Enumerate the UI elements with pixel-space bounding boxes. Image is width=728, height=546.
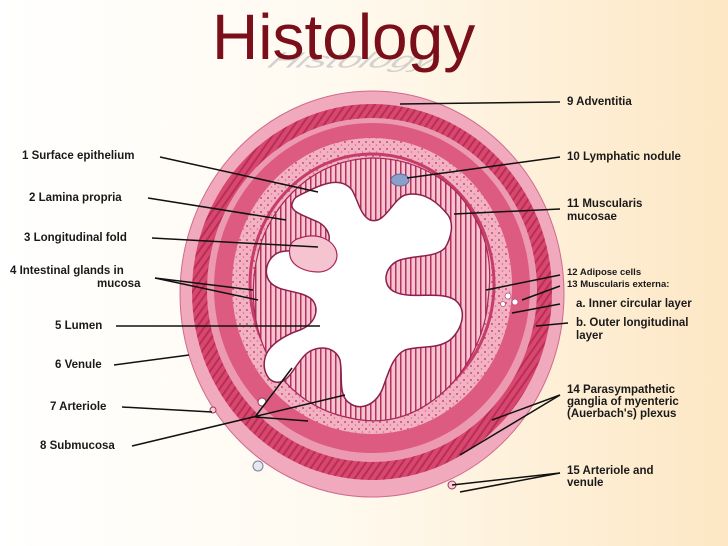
leader-line-11	[453, 208, 561, 215]
lymphatic-nodule	[390, 173, 410, 187]
leader-line-4b	[154, 277, 254, 291]
leader-line-12	[485, 274, 561, 291]
leader-line-13	[521, 285, 561, 301]
page-title: Histology	[212, 1, 476, 73]
adipose-cell	[500, 301, 506, 307]
label-muscularis-mucosae-cont: mucosae	[567, 211, 617, 223]
label-muscularis-mucosae: 11 Muscularis	[567, 198, 643, 210]
label-venule: 6 Venule	[55, 359, 102, 371]
label-parasympathetic-ganglia-3: (Auerbach's) plexus	[567, 408, 677, 420]
leader-line-9	[399, 101, 561, 105]
label-muscularis-externa: 13 Muscularis externa:	[567, 279, 670, 290]
label-lymphatic-nodule: 10 Lymphatic nodule	[567, 151, 681, 163]
adipose-cell	[504, 292, 512, 300]
leader-line-14a	[491, 394, 561, 421]
leader-line-14b	[459, 394, 561, 456]
leader-line-13b	[535, 322, 569, 327]
leader-line-10	[406, 156, 561, 179]
label-parasympathetic-ganglia-2: ganglia of myenteric	[567, 396, 679, 408]
leader-line-8a	[131, 394, 346, 447]
label-longitudinal-fold: 3 Longitudinal fold	[24, 232, 127, 244]
label-adventitia: 9 Adventitia	[567, 96, 632, 108]
leader-line-15b	[459, 472, 561, 493]
leader-line-3	[151, 237, 319, 248]
label-parasympathetic-ganglia: 14 Parasympathetic	[567, 384, 676, 396]
leader-line-13a	[511, 303, 561, 314]
label-lumen: 5 Lumen	[55, 320, 103, 332]
longitudinal-fold	[288, 235, 338, 273]
leader-line-15a	[451, 472, 561, 486]
adipose-cell	[511, 298, 519, 306]
leader-lines	[113, 101, 569, 493]
label-surface-epithelium: 1 Surface epithelium	[22, 150, 135, 162]
label-intestinal-glands: 4 Intestinal glands in	[10, 265, 124, 277]
leader-line-6	[113, 354, 190, 366]
leader-line-8b	[254, 416, 309, 422]
label-arteriole-venule-cont: venule	[567, 477, 604, 489]
label-intestinal-glands-cont: mucosa	[97, 278, 141, 290]
leader-line-7	[121, 406, 213, 413]
label-outer-longitudinal-cont: layer	[576, 330, 603, 342]
leader-line-7b	[254, 367, 293, 418]
label-inner-circular-layer: a. Inner circular layer	[576, 298, 692, 310]
title-area: Histology Histology	[0, 0, 728, 80]
label-adipose-cells: 12 Adipose cells	[567, 267, 642, 278]
label-lamina-propria: 2 Lamina propria	[29, 192, 122, 204]
leader-line-1	[159, 156, 319, 193]
label-outer-longitudinal: b. Outer longitudinal	[576, 317, 689, 329]
label-arteriole: 7 Arteriole	[50, 401, 107, 413]
vessel	[252, 460, 264, 472]
leader-line-2	[147, 197, 287, 221]
lumen	[263, 181, 464, 408]
leader-line-4a	[154, 277, 259, 301]
label-submucosa: 8 Submucosa	[40, 440, 115, 452]
label-arteriole-venule: 15 Arteriole and	[567, 465, 654, 477]
